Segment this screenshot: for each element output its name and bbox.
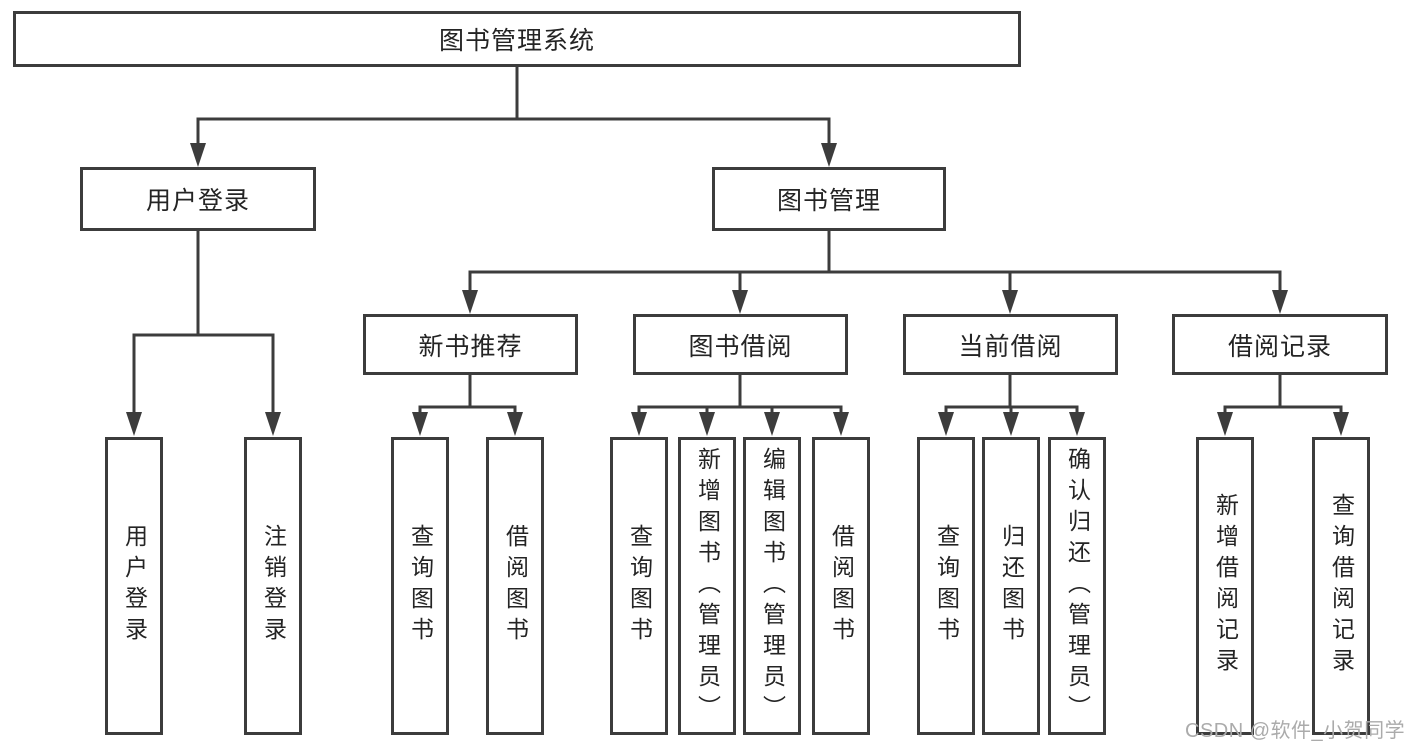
leaf-current-return: 归还图书 xyxy=(982,437,1040,735)
node-user-login: 用户登录 xyxy=(80,167,316,231)
node-current-borrowing-label: 当前借阅 xyxy=(958,332,1063,361)
node-book-borrowing-label: 图书借阅 xyxy=(688,332,793,361)
leaf-new-books-borrow: 借阅图书 xyxy=(486,437,544,735)
leaf-label: 借阅图书 xyxy=(502,524,529,648)
leaf-label: 借阅图书 xyxy=(828,524,855,648)
leaf-label: 新增图书（管理员） xyxy=(694,446,721,726)
leaf-label: 查询借阅记录 xyxy=(1328,493,1355,679)
node-user-login-label: 用户登录 xyxy=(145,187,250,215)
leaf-user-login: 用户登录 xyxy=(105,437,163,735)
node-new-book-recommend-label: 新书推荐 xyxy=(418,332,523,361)
leaf-borrowing-borrow: 借阅图书 xyxy=(812,437,870,735)
node-book-management: 图书管理 xyxy=(712,167,946,231)
leaf-borrowing-add-admin: 新增图书（管理员） xyxy=(678,437,736,735)
node-root-label: 图书管理系统 xyxy=(438,27,595,55)
leaf-label: 用户登录 xyxy=(121,524,148,648)
leaf-records-query: 查询借阅记录 xyxy=(1312,437,1370,735)
node-current-borrowing: 当前借阅 xyxy=(903,314,1118,375)
leaf-current-query: 查询图书 xyxy=(917,437,975,735)
tree-edges xyxy=(132,67,1343,414)
node-book-borrowing: 图书借阅 xyxy=(633,314,848,375)
leaf-records-add: 新增借阅记录 xyxy=(1196,437,1254,735)
node-book-management-label: 图书管理 xyxy=(776,187,881,215)
leaf-logout: 注销登录 xyxy=(244,437,302,735)
leaf-label: 查询图书 xyxy=(407,524,434,648)
node-borrowing-records: 借阅记录 xyxy=(1172,314,1388,375)
leaf-new-books-query: 查询图书 xyxy=(391,437,449,735)
leaf-label: 新增借阅记录 xyxy=(1212,493,1239,679)
node-new-book-recommend: 新书推荐 xyxy=(363,314,578,375)
leaf-borrowing-query: 查询图书 xyxy=(610,437,668,735)
leaf-label: 查询图书 xyxy=(933,524,960,648)
node-root: 图书管理系统 xyxy=(13,11,1021,67)
csdn-watermark: CSDN @软件_小贺同学 xyxy=(1185,720,1405,742)
node-borrowing-records-label: 借阅记录 xyxy=(1227,332,1332,361)
arrowheads xyxy=(126,143,1349,436)
leaf-borrowing-edit-admin: 编辑图书（管理员） xyxy=(743,437,801,735)
leaf-label: 编辑图书（管理员） xyxy=(759,446,786,726)
leaf-label: 归还图书 xyxy=(998,524,1025,648)
leaf-label: 确认归还（管理员） xyxy=(1064,446,1091,726)
leaf-current-confirm-admin: 确认归还（管理员） xyxy=(1048,437,1106,735)
leaf-label: 查询图书 xyxy=(626,524,653,648)
leaf-label: 注销登录 xyxy=(260,524,287,648)
